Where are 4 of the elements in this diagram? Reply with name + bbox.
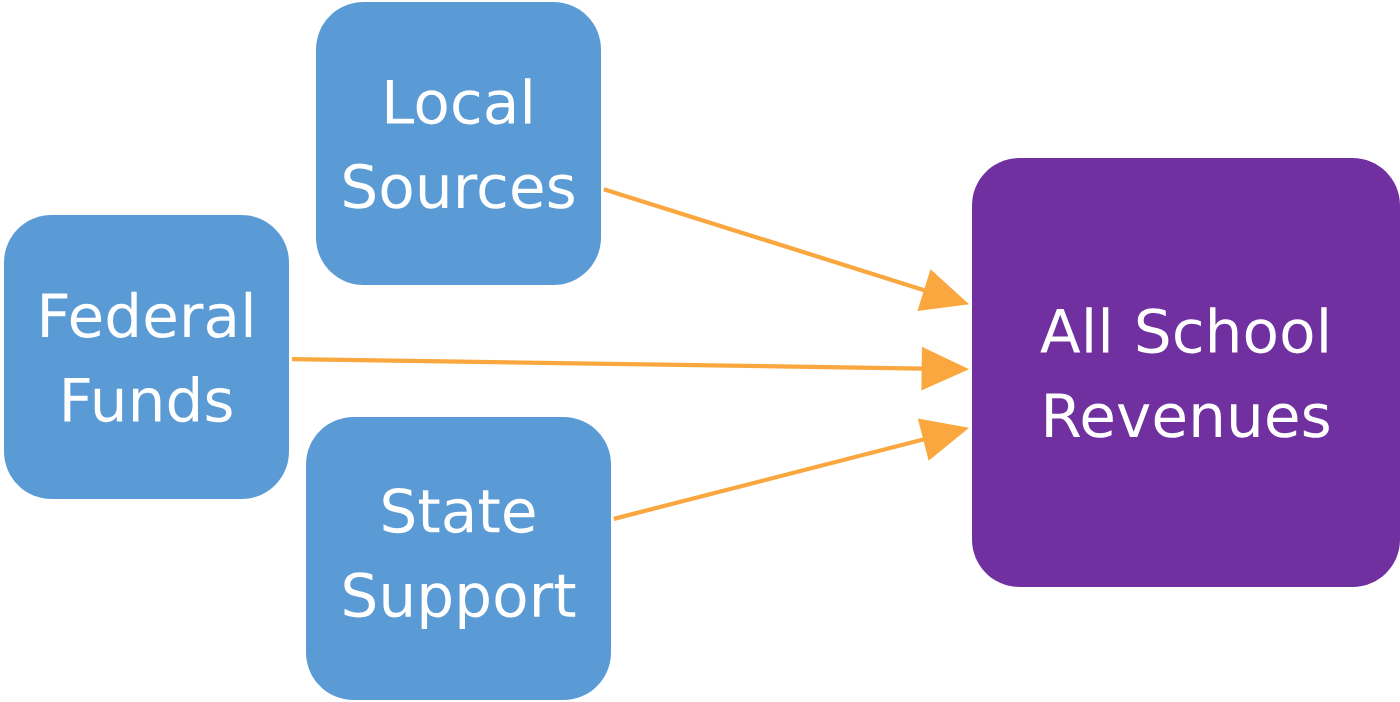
result-box: All School Revenues [972, 158, 1400, 587]
process-box: State Support [306, 417, 611, 700]
process-box: Federal Funds [4, 215, 289, 499]
process-box: Local Sources [316, 2, 601, 285]
